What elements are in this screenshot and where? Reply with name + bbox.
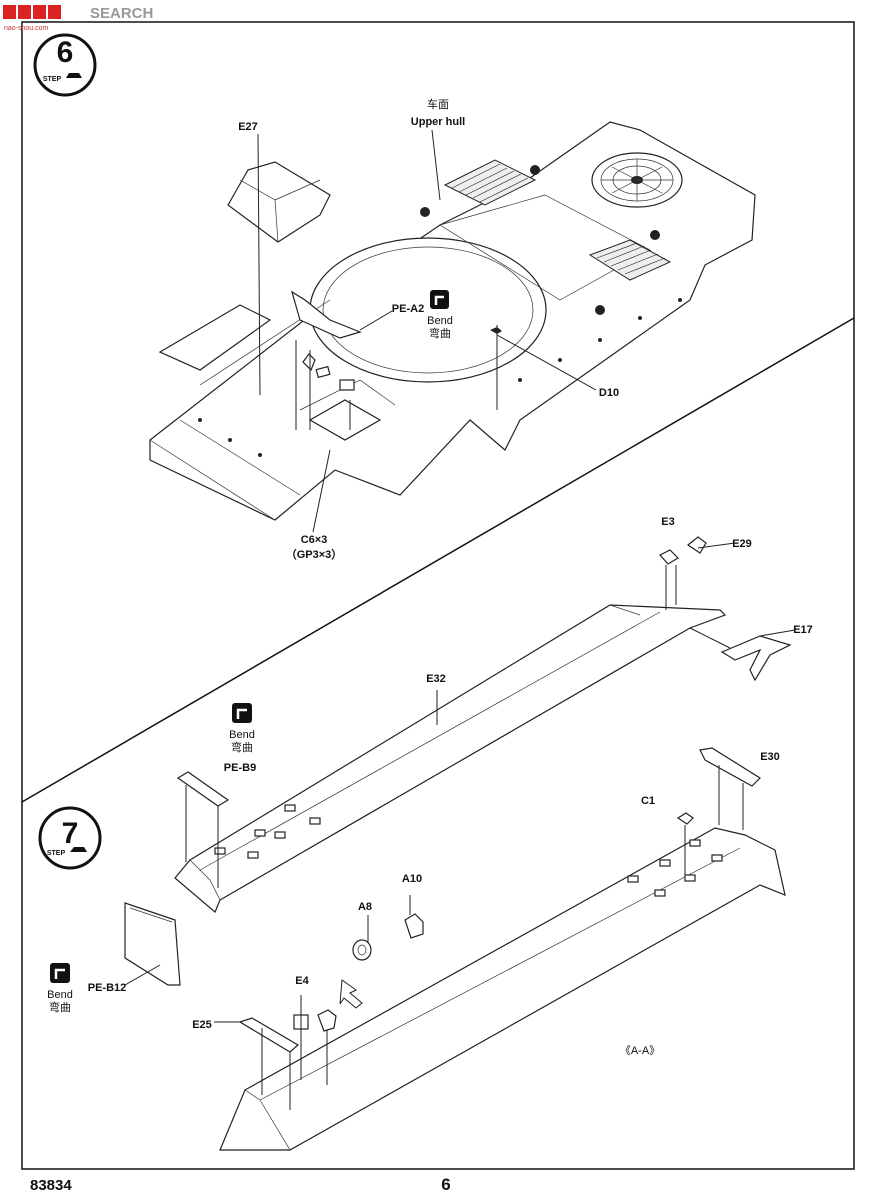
tank-icon bbox=[70, 847, 87, 852]
watermark: SEARCH nao-shou.com bbox=[3, 5, 153, 32]
label-e4: E4 bbox=[295, 975, 309, 987]
label-gp3: （GP3×3） bbox=[286, 548, 343, 561]
label-e17: E17 bbox=[793, 624, 813, 636]
part-pe-b9 bbox=[176, 771, 230, 807]
label-a10: A10 bbox=[402, 873, 422, 885]
bend1-label-en: Bend bbox=[229, 729, 255, 741]
step-7-badge: 7 STEP bbox=[38, 806, 102, 870]
label-e30: E30 bbox=[760, 751, 780, 763]
step-7-word: STEP bbox=[47, 850, 66, 857]
watermark-url: nao-shou.com bbox=[4, 25, 49, 32]
bend2-label-en: Bend bbox=[47, 989, 73, 1001]
step-divider bbox=[21, 317, 855, 803]
section-label: 《A-A》 bbox=[620, 1044, 660, 1057]
label-c6: C6×3 bbox=[301, 534, 328, 546]
fender-e32-drawing bbox=[174, 536, 796, 913]
product-code: 83834 bbox=[30, 1177, 72, 1194]
part-a8 bbox=[352, 939, 372, 961]
bend-icon bbox=[50, 963, 70, 983]
label-pe-a2: PE-A2 bbox=[392, 303, 424, 315]
step-6-number: 6 bbox=[57, 36, 74, 69]
label-e25: E25 bbox=[192, 1019, 212, 1031]
label-a8: A8 bbox=[358, 901, 372, 913]
part-e29 bbox=[686, 536, 707, 554]
label-e29: E29 bbox=[732, 538, 752, 550]
part-e30 bbox=[699, 747, 761, 787]
tank-icon bbox=[66, 73, 82, 78]
part-e27 bbox=[227, 161, 331, 243]
label-upper-hull-cn: 车面 bbox=[427, 97, 449, 111]
hatch-box bbox=[308, 399, 382, 441]
part-a10 bbox=[404, 913, 424, 939]
label-d10: D10 bbox=[599, 387, 619, 399]
direction-arrow-icon bbox=[339, 979, 363, 1009]
watermark-text: SEARCH bbox=[90, 5, 153, 22]
turret-ring bbox=[309, 237, 547, 383]
step-7-number: 7 bbox=[62, 817, 79, 850]
step-6-badge: 6 STEP bbox=[33, 33, 97, 97]
page-frame bbox=[21, 21, 855, 1170]
part-c1 bbox=[676, 812, 694, 825]
part-e25 bbox=[238, 1017, 300, 1053]
bend-icon bbox=[430, 290, 449, 309]
page-number: 6 bbox=[441, 1175, 450, 1194]
step-6-word: STEP bbox=[43, 76, 62, 83]
label-pe-b9: PE-B9 bbox=[224, 762, 256, 774]
upper-hull-drawing bbox=[149, 121, 756, 533]
cooling-fan bbox=[591, 152, 683, 208]
bend-label-en: Bend bbox=[427, 315, 453, 327]
engine-grille bbox=[443, 159, 672, 281]
label-upper-hull-en: Upper hull bbox=[411, 116, 465, 128]
bend-icon bbox=[232, 703, 252, 723]
bend1-label-cn: 弯曲 bbox=[231, 740, 253, 754]
fender-lower-drawing bbox=[124, 747, 786, 1151]
label-e32: E32 bbox=[426, 673, 446, 685]
part-pe-a2 bbox=[290, 290, 362, 339]
label-pe-b12: PE-B12 bbox=[88, 982, 127, 994]
bend-label-cn: 弯曲 bbox=[429, 326, 451, 340]
part-pe-b12 bbox=[124, 902, 181, 986]
part-e17 bbox=[720, 635, 792, 682]
part-e3 bbox=[659, 549, 679, 565]
label-c1: C1 bbox=[641, 795, 655, 807]
label-e27: E27 bbox=[238, 121, 258, 133]
label-e3: E3 bbox=[661, 516, 674, 528]
bend2-label-cn: 弯曲 bbox=[49, 1000, 71, 1014]
